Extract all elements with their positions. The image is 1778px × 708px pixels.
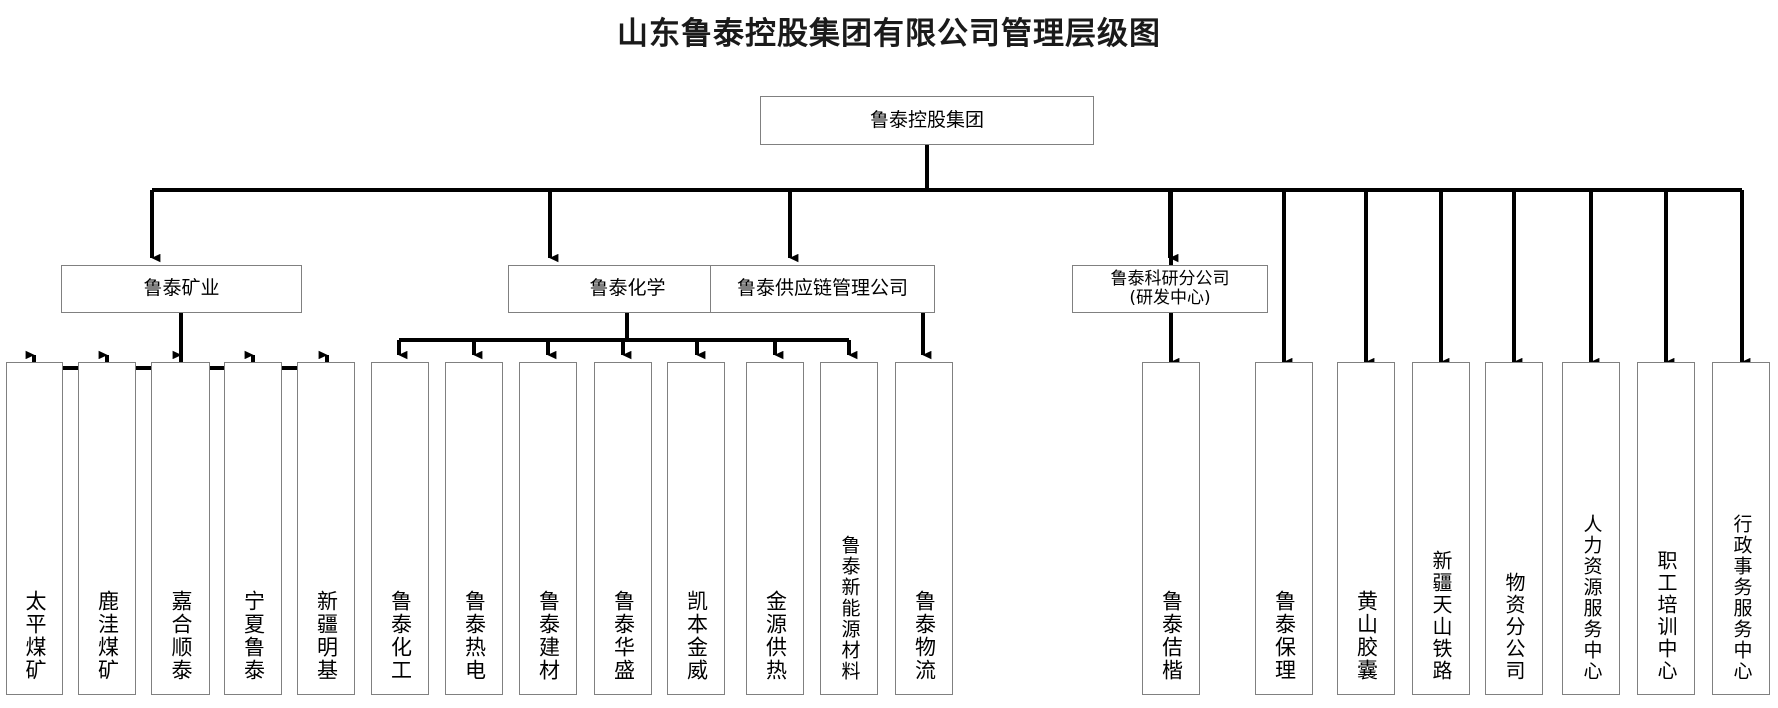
page-title: 山东鲁泰控股集团有限公司管理层级图 [617, 16, 1161, 52]
node-label: 嘉合顺泰 [169, 590, 193, 682]
node-label: 行政事务服务中心 [1730, 514, 1753, 682]
node-unit-lutai-logistics[interactable]: 鲁泰物流 [895, 362, 953, 695]
node-unit-admin-service-center[interactable]: 行政事务服务中心 [1712, 362, 1770, 695]
node-division-research[interactable]: 鲁泰科研分公司 (研发中心) [1072, 265, 1268, 313]
node-label: 鲁泰华盛 [611, 590, 636, 682]
node-unit-kaiben-jinwei[interactable]: 凯本金威 [667, 362, 725, 695]
node-label: 新疆明基 [314, 590, 339, 682]
node-label: 鹿洼煤矿 [95, 590, 120, 682]
node-label: 鲁泰矿业 [143, 277, 220, 300]
node-label: 鲁泰化工 [388, 590, 413, 682]
node-unit-hr-service-center[interactable]: 人力资源服务中心 [1562, 362, 1620, 695]
node-division-mining[interactable]: 鲁泰矿业 [61, 265, 302, 313]
node-unit-huangshan-capsule[interactable]: 黄山胶囊 [1337, 362, 1395, 695]
node-label: 鲁泰建材 [536, 590, 561, 682]
node-unit-lutai-new-energy-materials[interactable]: 鲁泰新能源材料 [820, 362, 878, 695]
node-unit-xinjiang-mingji[interactable]: 新疆明基 [297, 362, 355, 695]
node-label: 太平煤矿 [23, 590, 47, 682]
node-unit-jiaheshuntai[interactable]: 嘉合顺泰 [151, 362, 210, 695]
node-unit-staff-training-center[interactable]: 职工培训中心 [1637, 362, 1695, 695]
node-unit-xinjiang-tianshan-railway[interactable]: 新疆天山铁路 [1412, 362, 1470, 695]
node-label: 鲁泰科研分公司 (研发中心) [1110, 268, 1230, 308]
node-label: 鲁泰热电 [462, 590, 487, 682]
node-unit-lutai-jiekai[interactable]: 鲁泰佶楷 [1142, 362, 1200, 695]
node-label: 鲁泰物流 [912, 590, 937, 682]
node-unit-lutai-building-materials[interactable]: 鲁泰建材 [519, 362, 577, 695]
node-division-chemical[interactable]: 鲁泰化学 [508, 265, 747, 313]
node-label: 宁夏鲁泰 [241, 590, 266, 682]
node-division-supplychain[interactable]: 鲁泰供应链管理公司 [710, 265, 935, 313]
node-label: 鲁泰化学 [589, 277, 666, 300]
node-label: 凯本金威 [684, 590, 709, 682]
node-label: 鲁泰控股集团 [869, 108, 984, 131]
node-unit-lutai-huasheng[interactable]: 鲁泰华盛 [594, 362, 652, 695]
node-label: 物资分公司 [1502, 572, 1526, 682]
node-unit-taiping-coal[interactable]: 太平煤矿 [6, 362, 63, 695]
node-label: 鲁泰供应链管理公司 [736, 277, 908, 300]
node-unit-luwa-coal[interactable]: 鹿洼煤矿 [78, 362, 136, 695]
node-root[interactable]: 鲁泰控股集团 [760, 96, 1094, 145]
node-label: 黄山胶囊 [1354, 590, 1379, 682]
node-label: 新疆天山铁路 [1429, 550, 1453, 682]
node-unit-materials-branch[interactable]: 物资分公司 [1485, 362, 1543, 695]
node-unit-jinyuan-heating[interactable]: 金源供热 [746, 362, 804, 695]
node-label: 职工培训中心 [1654, 550, 1678, 682]
node-unit-ningxia-lutai[interactable]: 宁夏鲁泰 [224, 362, 282, 695]
node-unit-lutai-chemical-industry[interactable]: 鲁泰化工 [371, 362, 429, 695]
node-label: 人力资源服务中心 [1580, 514, 1603, 682]
node-label: 鲁泰佶楷 [1159, 590, 1184, 682]
node-label: 鲁泰保理 [1272, 590, 1297, 682]
node-label: 鲁泰新能源材料 [838, 535, 861, 682]
node-label: 金源供热 [763, 590, 788, 682]
node-unit-lutai-factoring[interactable]: 鲁泰保理 [1255, 362, 1313, 695]
node-unit-lutai-thermal-power[interactable]: 鲁泰热电 [445, 362, 503, 695]
